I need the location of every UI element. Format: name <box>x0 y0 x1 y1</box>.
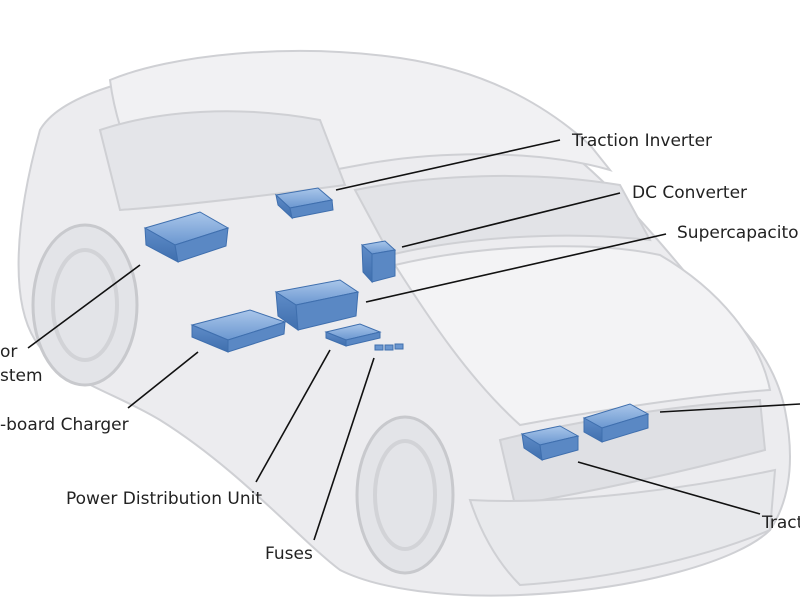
leader-power-distribution <box>255 349 331 483</box>
label-power-distribution-unit: Power Distribution Unit <box>66 489 262 509</box>
car-front-bumper <box>468 468 777 587</box>
label-supercapacitor: Supercapacitor <box>677 223 800 243</box>
front-wheel-rim <box>373 439 437 551</box>
label-motor-system-line2: stem <box>0 366 43 386</box>
power-distribution-unit-component <box>324 323 382 347</box>
leader-fuses <box>313 357 375 541</box>
leader-motor-system <box>27 264 141 349</box>
leader-onboard-charger <box>127 351 199 409</box>
label-fuses: Fuses <box>265 544 313 564</box>
dc-converter-component <box>360 240 397 284</box>
front-wheel <box>355 415 455 575</box>
label-traction-front: Tract <box>762 513 800 533</box>
leader-front-traction <box>577 461 761 515</box>
car-side-windows <box>98 110 347 212</box>
label-dc-converter: DC Converter <box>632 183 748 203</box>
label-motor-system-line1: or <box>0 342 18 362</box>
leader-dc-converter <box>401 192 621 248</box>
wheels <box>31 223 455 575</box>
front-traction-right-component <box>582 403 650 443</box>
rear-wheel-rim <box>51 248 119 362</box>
leader-supercapacitor <box>365 233 667 303</box>
components <box>143 187 650 462</box>
car-hood <box>393 245 772 427</box>
motor-system-component <box>143 211 230 263</box>
car-windshield <box>353 174 652 257</box>
label-traction-inverter: Traction Inverter <box>572 131 713 151</box>
traction-inverter-component <box>274 187 334 220</box>
fuses-component <box>374 343 404 351</box>
onboard-charger-component <box>190 309 287 353</box>
front-traction-component <box>520 425 580 462</box>
label-onboard-charger: -board Charger <box>0 415 129 435</box>
leader-traction-inverter <box>335 139 561 191</box>
supercapacitor-component <box>274 279 360 332</box>
car-silhouette <box>17 50 791 597</box>
leader-front-right <box>659 403 800 413</box>
leader-lines <box>27 139 800 541</box>
